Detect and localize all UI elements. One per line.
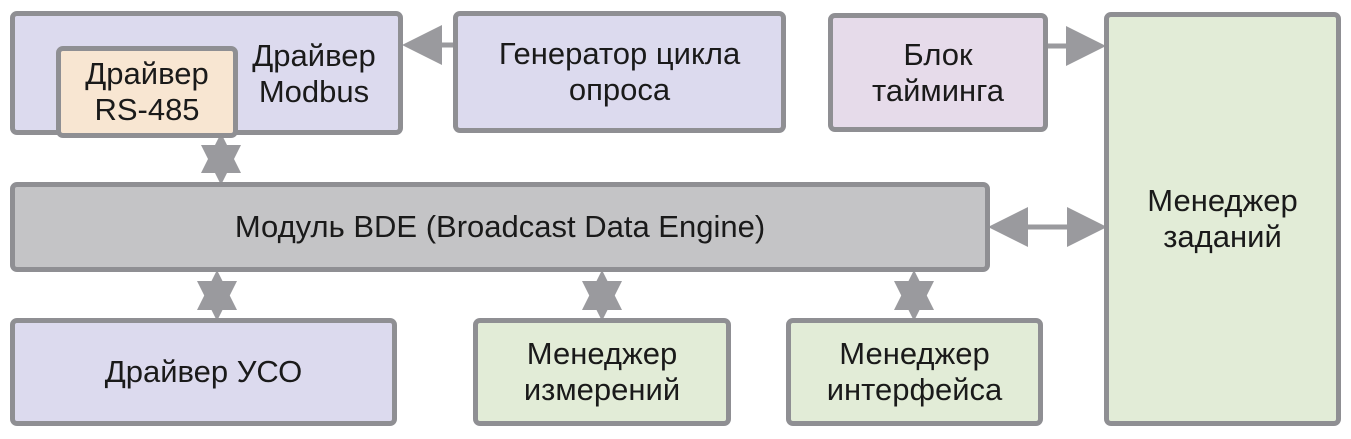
iface-manager-line-1: Менеджер bbox=[839, 336, 990, 371]
rs485-driver-block: Драйвер RS-485 bbox=[56, 46, 238, 138]
generator-line-1: Генератор цикла bbox=[498, 36, 741, 71]
task-manager-line-2: заданий bbox=[1163, 219, 1282, 254]
timing-line-2: тайминга bbox=[871, 72, 1005, 108]
task-manager-block: Менеджер заданий bbox=[1104, 12, 1341, 426]
poll-cycle-generator-block: Генератор цикла опроса bbox=[453, 11, 786, 133]
generator-line-2: опроса bbox=[568, 72, 671, 107]
modbus-driver-block: Драйвер RS-485 Драйвер Modbus bbox=[10, 11, 403, 138]
uso-driver-block: Драйвер УСО bbox=[10, 318, 397, 426]
rs485-line-2: RS-485 bbox=[94, 92, 200, 127]
interface-manager-block: Менеджер интерфейса bbox=[786, 318, 1043, 426]
task-manager-line-1: Менеджер bbox=[1147, 183, 1298, 218]
measure-manager-line-1: Менеджер bbox=[526, 336, 678, 371]
measure-manager-line-2: измерений bbox=[523, 372, 681, 407]
timing-line-1: Блок bbox=[903, 36, 973, 72]
modbus-line-2: Modbus bbox=[258, 74, 370, 109]
bde-module-label: Модуль BDE (Broadcast Data Engine) bbox=[234, 209, 766, 244]
rs485-line-1: Драйвер bbox=[85, 56, 209, 91]
modbus-driver-label: Драйвер Modbus bbox=[244, 38, 384, 110]
iface-manager-line-2: интерфейса bbox=[826, 372, 1003, 407]
bde-module-block: Модуль BDE (Broadcast Data Engine) bbox=[10, 182, 990, 272]
modbus-line-1: Драйвер bbox=[252, 38, 376, 73]
timing-block: Блок тайминга bbox=[828, 13, 1048, 132]
measurement-manager-block: Менеджер измерений bbox=[473, 318, 731, 426]
uso-driver-label: Драйвер УСО bbox=[104, 354, 303, 389]
